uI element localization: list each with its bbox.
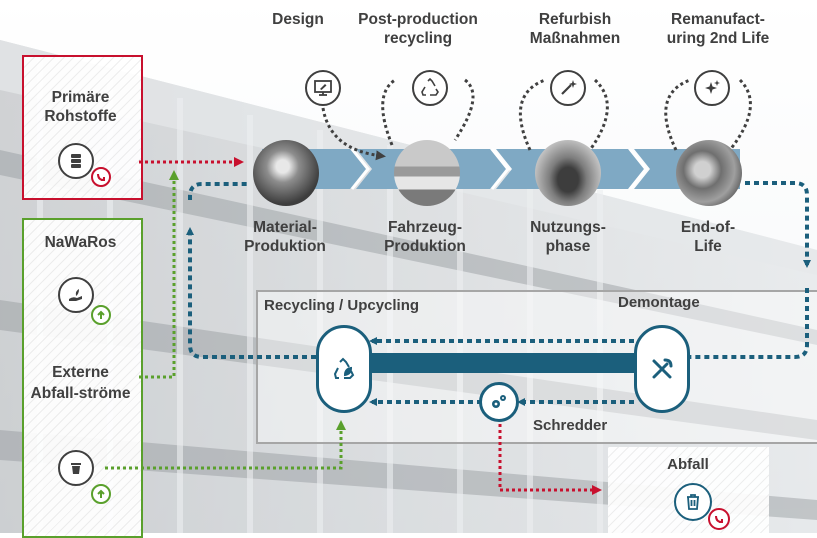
disassembly-node <box>634 325 690 413</box>
input-label-nawaros: NaWaRos <box>44 234 117 251</box>
scrap-cars-photo <box>676 140 742 206</box>
magic-wand-icon <box>550 70 586 106</box>
raw-material-barrels-icon <box>58 143 94 179</box>
primary-material-box <box>22 55 143 200</box>
decrease-arrow-icon <box>708 508 730 530</box>
trash-can-icon <box>674 483 712 521</box>
phase-label-refurbish: Refurbish Maßnahmen <box>529 11 621 47</box>
phase-label-remanufacturing: Remanufact-uring 2nd Life <box>666 11 770 47</box>
waste-label: Abfall <box>667 456 709 473</box>
lifecycle-label-material: Material-Produktion <box>244 219 326 255</box>
waste-bin-icon <box>58 450 94 486</box>
recycling-title: Recycling / Upcycling <box>264 297 420 314</box>
lifecycle-label-eol: End-of-Life <box>680 219 736 255</box>
increase-arrow-icon <box>91 484 111 504</box>
demontage-label: Demontage <box>618 294 700 311</box>
hand-plant-icon <box>58 277 94 313</box>
sparkle-icon <box>694 70 730 106</box>
lifecycle-label-vehicle: Fahrzeug-Produktion <box>384 219 466 255</box>
car-assembly-photo <box>394 140 460 206</box>
input-label-external: Externe Abfall-ströme <box>30 364 131 402</box>
recycling-main-bar <box>368 353 636 373</box>
lifecycle-chevron-band <box>262 149 740 189</box>
recycle-icon <box>412 70 448 106</box>
phase-label-design: Design <box>272 11 324 28</box>
phase-label-post-production: Post-production recycling <box>358 11 478 47</box>
increase-arrow-icon <box>91 305 111 325</box>
lifecycle-label-usage: Nutzungs-phase <box>530 219 606 255</box>
recycling-node <box>316 325 372 413</box>
shredder-gears-icon <box>479 382 519 422</box>
car-on-road-photo <box>535 140 601 206</box>
schredder-label: Schredder <box>533 417 608 434</box>
input-label-primary: Primäre Rohstoffe <box>44 89 117 125</box>
monitor-pencil-icon <box>305 70 341 106</box>
steel-mill-photo <box>253 140 319 206</box>
decrease-arrow-icon <box>91 167 111 187</box>
